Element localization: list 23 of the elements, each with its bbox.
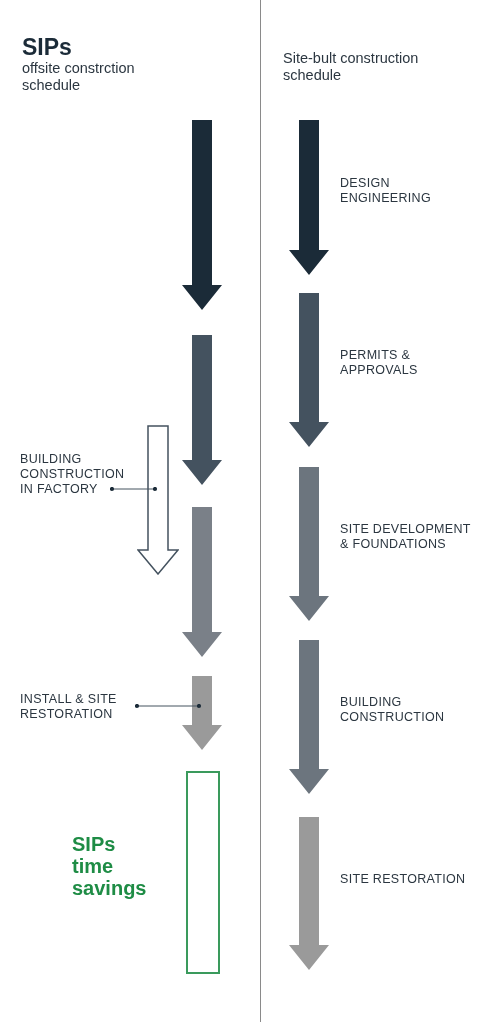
stage-bar xyxy=(182,120,222,310)
column-heading: Site-bult construction schedule xyxy=(283,50,420,84)
stage-label: PERMITS & APPROVALS xyxy=(340,348,419,378)
leader-line xyxy=(109,486,158,492)
stage-bar xyxy=(289,817,329,970)
column-heading: offsite constrction schedule xyxy=(22,60,136,94)
stage-bar xyxy=(289,640,329,794)
outline-stage-bar xyxy=(137,425,179,575)
stage-bar xyxy=(182,507,222,657)
stage-label: SITE RESTORATION xyxy=(340,871,467,887)
stage-label: SITE DEVELOPMENT & FOUNDATIONS xyxy=(340,522,472,552)
stage-bar xyxy=(182,676,222,750)
savings-label: SIPs time savings xyxy=(72,833,148,899)
stage-bar xyxy=(289,293,329,447)
stage-bar xyxy=(182,335,222,485)
title: SIPs xyxy=(22,33,72,62)
callout-text: BUILDING CONSTRUCTION IN FACTORY xyxy=(20,452,140,500)
leader-line xyxy=(134,703,202,709)
stage-label: BUILDING CONSTRUCTION xyxy=(340,695,446,725)
stage-label: DESIGN ENGINEERING xyxy=(340,175,432,206)
stage-bar xyxy=(289,120,329,275)
stage-bar xyxy=(289,467,329,621)
callout-text: INSTALL & SITE RESTORATION xyxy=(20,692,132,724)
